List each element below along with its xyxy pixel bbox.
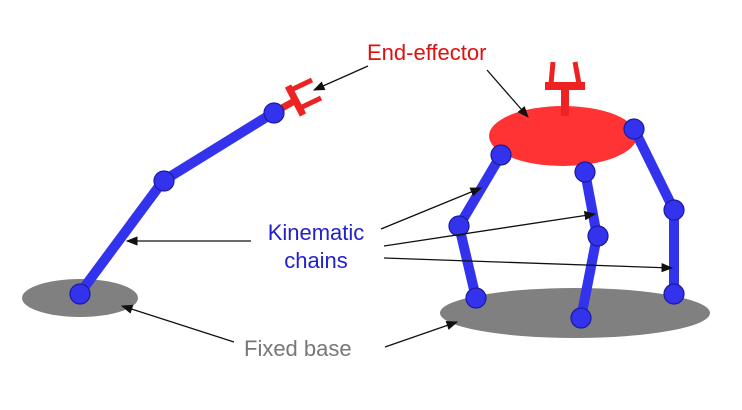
leg1-top-joint: [490, 144, 512, 166]
annotation-arrows: [120, 65, 674, 348]
arrow-kinematic-leg2: [383, 210, 597, 247]
label-end-effector: End-effector: [367, 40, 486, 65]
label-kinematic-line2: chains: [284, 248, 348, 273]
label-fixed-base: Fixed base: [244, 336, 352, 361]
parallel-end-effector: [545, 61, 585, 116]
arrow-fixed-base-parallel: [384, 321, 459, 348]
moving-platform: [489, 106, 637, 166]
serial-joint-elbow: [153, 170, 175, 192]
leg1-mid-joint: [448, 215, 470, 237]
leg2-top-joint: [574, 161, 596, 183]
arrow-end-effector-parallel: [486, 69, 529, 118]
parallel-manipulator: [440, 61, 710, 338]
leg2-base-joint: [570, 307, 592, 329]
leg3-base-joint: [663, 283, 685, 305]
label-kinematic-line1: Kinematic: [268, 220, 365, 245]
arrow-kinematic-leg3: [383, 257, 674, 273]
serial-joint-base: [69, 283, 91, 305]
parallel-kinematic-chains: [454, 124, 679, 323]
arrow-kinematic-leg1: [380, 187, 483, 230]
serial-manipulator: [22, 77, 323, 317]
serial-kinematic-chain: [75, 108, 278, 298]
leg3-mid-joint: [663, 199, 685, 221]
leg1-base-joint: [465, 287, 487, 309]
leg3-top-joint: [623, 118, 645, 140]
arrow-end-effector-serial: [312, 65, 369, 91]
leg2-mid-joint: [587, 225, 609, 247]
serial-joint-wrist: [263, 102, 285, 124]
arrow-fixed-base-serial: [120, 304, 235, 343]
